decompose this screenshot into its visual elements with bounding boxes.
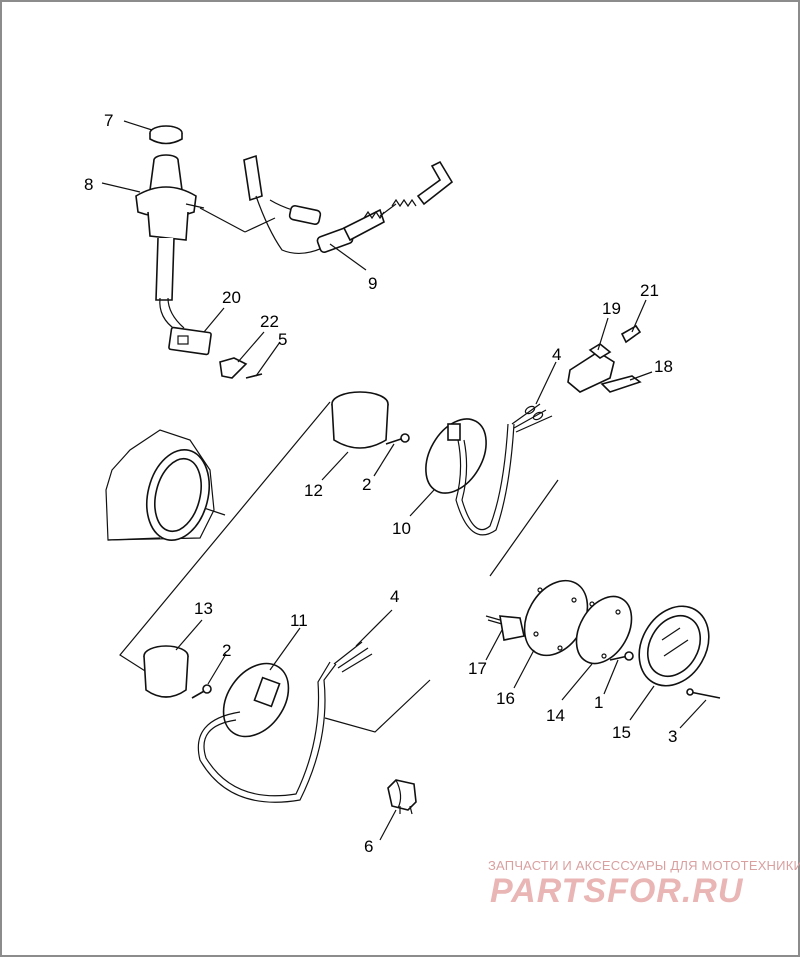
part-clip-6	[387, 779, 417, 815]
callout-labels: 7 8 9 20 22 5 21 19 18 4 12 2 10 13 11 4…	[84, 111, 677, 856]
callout-p17: 17	[468, 659, 487, 678]
part-cover-14	[575, 595, 633, 665]
callout-p9: 9	[368, 274, 377, 293]
callout-p6: 6	[364, 837, 373, 856]
part-pin-5	[245, 373, 263, 379]
part-stud-17	[485, 615, 525, 641]
part-ring-12	[331, 391, 389, 449]
callout-p21: 21	[640, 281, 659, 300]
callout-p19: 19	[602, 299, 621, 318]
part-connector-19	[567, 343, 615, 393]
watermark-logo: PARTSFOR.RU	[490, 872, 744, 910]
callout-leaders	[101, 120, 707, 841]
callout-p13: 13	[194, 599, 213, 618]
callout-p22: 22	[260, 312, 279, 331]
callout-p18: 18	[654, 357, 673, 376]
part-screw-2a	[385, 433, 410, 445]
callout-p11: 11	[290, 611, 308, 630]
part-frame-cover	[105, 429, 215, 542]
callout-p7: 7	[104, 111, 113, 130]
callout-p4a: 4	[552, 345, 561, 364]
callout-p2b: 2	[222, 641, 231, 660]
callout-p5: 5	[278, 330, 287, 349]
part-screw-2b	[191, 684, 212, 699]
callout-p20: 20	[222, 288, 241, 307]
callout-p1: 1	[594, 693, 603, 712]
part-clip-22	[219, 357, 248, 379]
part-sensor-plate-11	[197, 641, 373, 803]
part-cap-7	[149, 125, 183, 145]
part-pin-3	[686, 688, 721, 699]
callout-p14: 14	[546, 706, 565, 725]
callout-p8: 8	[84, 175, 93, 194]
callout-p10: 10	[392, 519, 411, 538]
callout-p4b: 4	[390, 587, 399, 606]
part-ring-13	[143, 645, 189, 698]
part-connector-20	[159, 297, 212, 356]
callout-p12: 12	[304, 481, 323, 500]
part-sensor-plate-10	[425, 403, 553, 536]
callout-p2a: 2	[362, 475, 371, 494]
watermark-caption: ЗАПЧАСТИ И АКСЕССУАРЫ ДЛЯ МОТОТЕХНИКИ	[488, 858, 800, 873]
part-plug-wire-9	[243, 154, 454, 254]
part-screw-1	[609, 651, 634, 661]
callout-p3: 3	[668, 727, 677, 746]
callout-p15: 15	[612, 723, 631, 742]
part-terminal-21	[620, 324, 642, 344]
part-coil-8	[135, 154, 205, 301]
callout-p16: 16	[496, 689, 515, 708]
part-lens-15	[638, 605, 710, 687]
